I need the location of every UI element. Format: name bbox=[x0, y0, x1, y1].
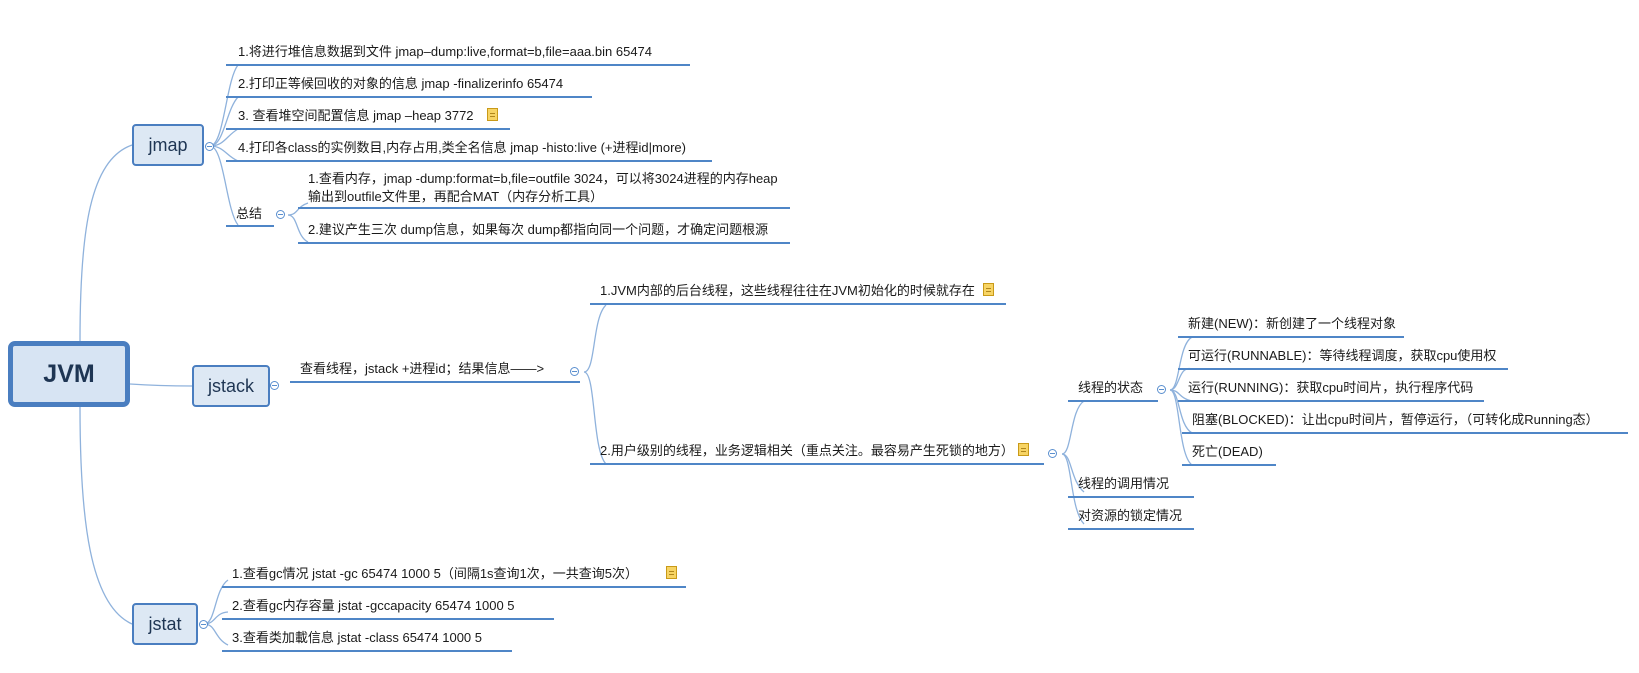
jmap-summary-item-2[interactable]: 2.建议产生三次 dump信息，如果每次 dump都指向同一个问题，才确定问题根… bbox=[308, 222, 769, 237]
underline bbox=[222, 618, 554, 620]
underline bbox=[226, 128, 510, 130]
note-icon[interactable] bbox=[487, 108, 498, 121]
jmap-item-3[interactable]: 3. 查看堆空间配置信息 jmap –heap 3772 bbox=[238, 108, 474, 123]
underline bbox=[298, 242, 790, 244]
underline bbox=[226, 64, 690, 66]
collapse-icon[interactable] bbox=[205, 142, 214, 151]
jstat-node[interactable]: jstat bbox=[132, 603, 198, 645]
root-node[interactable]: JVM bbox=[8, 341, 130, 407]
underline bbox=[290, 381, 580, 383]
collapse-icon[interactable] bbox=[276, 210, 285, 219]
thread-state-running[interactable]: 运行(RUNNING)：获取cpu时间片，执行程序代码 bbox=[1188, 380, 1474, 395]
underline bbox=[226, 160, 712, 162]
jstat-item-3[interactable]: 3.查看类加載信息 jstat -class 65474 1000 5 bbox=[232, 630, 482, 645]
jmap-summary-item-1[interactable]: 1.查看内存，jmap -dump:format=b,file=outfile … bbox=[308, 171, 778, 204]
collapse-icon[interactable] bbox=[270, 381, 279, 390]
thread-state-dead[interactable]: 死亡(DEAD) bbox=[1192, 444, 1263, 459]
jmap-summary-label[interactable]: 总结 bbox=[236, 206, 263, 221]
underline bbox=[1068, 496, 1194, 498]
underline bbox=[1178, 336, 1404, 338]
note-icon[interactable] bbox=[666, 566, 677, 579]
underline bbox=[226, 225, 274, 227]
thread-state-label[interactable]: 线程的状态 bbox=[1078, 380, 1144, 395]
note-icon[interactable] bbox=[983, 283, 994, 296]
jmap-item-2[interactable]: 2.打印正等候回收的对象的信息 jmap -finalizerinfo 6547… bbox=[238, 76, 564, 91]
thread-call-info[interactable]: 线程的调用情况 bbox=[1078, 476, 1170, 491]
collapse-icon[interactable] bbox=[1048, 449, 1057, 458]
underline bbox=[1182, 432, 1628, 434]
collapse-icon[interactable] bbox=[570, 367, 579, 376]
underline bbox=[298, 207, 790, 209]
underline bbox=[1178, 368, 1508, 370]
thread-state-blocked[interactable]: 阻塞(BLOCKED)：让出cpu时间片，暂停运行，（可转化成Running态） bbox=[1192, 412, 1599, 427]
underline bbox=[222, 586, 686, 588]
jstat-item-1[interactable]: 1.查看gc情况 jstat -gc 65474 1000 5（间隔1s查询1次… bbox=[232, 566, 639, 581]
jstack-node[interactable]: jstack bbox=[192, 365, 270, 407]
underline bbox=[1182, 464, 1276, 466]
jmap-item-1[interactable]: 1.将进行堆信息数据到文件 jmap–dump:live,format=b,fi… bbox=[238, 44, 653, 59]
jstack-command[interactable]: 查看线程，jstack +进程id；结果信息——> bbox=[300, 361, 545, 376]
underline bbox=[222, 650, 512, 652]
underline bbox=[590, 303, 1006, 305]
thread-state-runnable[interactable]: 可运行(RUNNABLE)：等待线程调度，获取cpu使用权 bbox=[1188, 348, 1497, 363]
note-icon[interactable] bbox=[1018, 443, 1029, 456]
jstat-item-2[interactable]: 2.查看gc内存容量 jstat -gccapacity 65474 1000 … bbox=[232, 598, 515, 613]
jmap-item-4[interactable]: 4.打印各class的实例数目,内存占用,类全名信息 jmap -histo:l… bbox=[238, 140, 686, 155]
underline bbox=[590, 463, 1044, 465]
collapse-icon[interactable] bbox=[199, 620, 208, 629]
underline bbox=[1068, 400, 1158, 402]
jmap-node[interactable]: jmap bbox=[132, 124, 204, 166]
thread-state-new[interactable]: 新建(NEW)：新创建了一个线程对象 bbox=[1188, 316, 1396, 331]
thread-lock-info[interactable]: 对资源的锁定情况 bbox=[1078, 508, 1183, 523]
underline bbox=[226, 96, 592, 98]
jstack-thread-2[interactable]: 2.用户级别的线程，业务逻辑相关（重点关注。最容易产生死锁的地方） bbox=[600, 443, 1014, 458]
jstack-thread-1[interactable]: 1.JVM内部的后台线程，这些线程往往在JVM初始化的时候就存在 bbox=[600, 283, 975, 298]
collapse-icon[interactable] bbox=[1157, 385, 1166, 394]
underline bbox=[1178, 400, 1484, 402]
underline bbox=[1068, 528, 1194, 530]
